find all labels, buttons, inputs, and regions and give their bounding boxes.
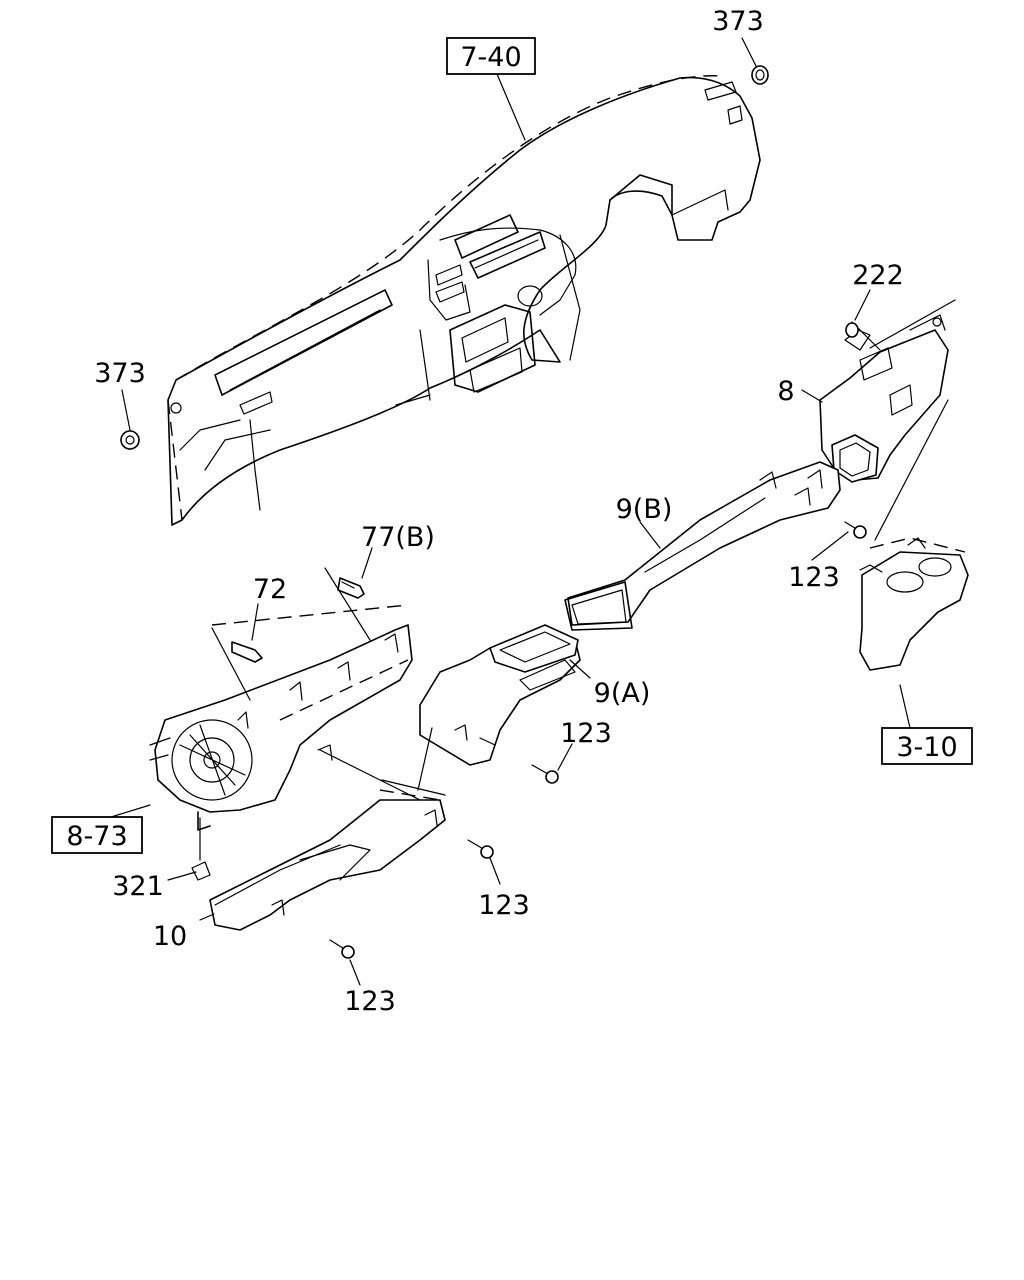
callout-321: 321 [112, 871, 164, 902]
callout-373-left: 373 [94, 358, 146, 389]
duct-8 [819, 299, 956, 483]
ref-box-3-10: 3-10 [881, 727, 973, 765]
duct-9a [419, 624, 581, 766]
leader-lines [94, 37, 949, 986]
callout-123-bottom: 123 [344, 986, 396, 1017]
screw-123-right-icon [844, 521, 867, 539]
callout-10: 10 [153, 921, 187, 952]
fasteners [120, 65, 867, 959]
instrument-panel [167, 75, 761, 526]
ref-label-3-10: 3-10 [896, 732, 957, 763]
ref-label-7-40: 7-40 [460, 42, 521, 73]
callout-123-center: 123 [560, 718, 612, 749]
callout-9a: 9(A) [594, 678, 651, 709]
screw-123-center-icon [531, 764, 559, 784]
console-bracket [859, 537, 969, 671]
callout-123-lower: 123 [478, 890, 530, 921]
grommet-left-icon [120, 430, 140, 450]
duct-9b [564, 461, 841, 631]
callout-9b: 9(B) [616, 494, 673, 525]
ref-label-8-73: 8-73 [66, 821, 127, 852]
callout-8: 8 [777, 376, 794, 407]
ref-box-7-40: 7-40 [446, 37, 536, 75]
screw-123-lower-icon [467, 839, 494, 859]
callout-77b: 77(B) [361, 522, 435, 553]
blower-assembly [149, 604, 413, 831]
clip-222-icon [845, 322, 859, 338]
grommet-top-icon [751, 65, 769, 85]
screw-123-bottom-icon [329, 939, 355, 959]
ref-box-8-73: 8-73 [51, 816, 143, 854]
callout-123-right: 123 [788, 562, 840, 593]
callout-72: 72 [253, 574, 287, 605]
callout-373-top: 373 [712, 6, 764, 37]
callout-222: 222 [852, 260, 904, 291]
bolt-72-icon [231, 641, 263, 663]
